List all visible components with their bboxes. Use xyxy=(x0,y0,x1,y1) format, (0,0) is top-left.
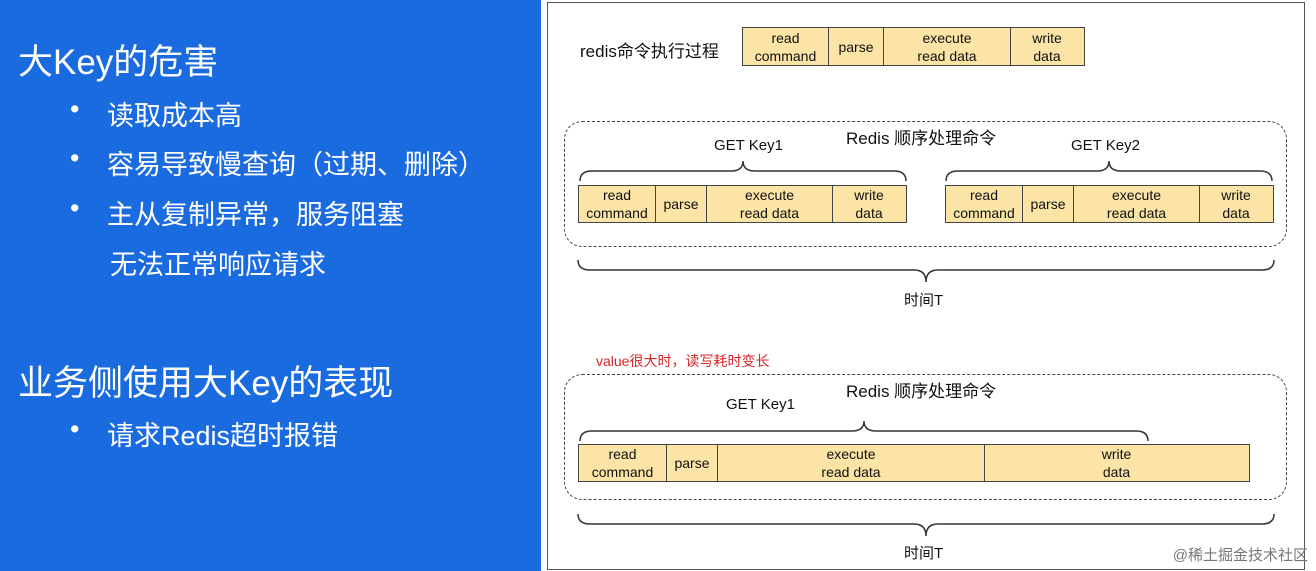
bullet-read-cost: 读取成本高 xyxy=(70,94,242,133)
exec-process-label: redis命令执行过程 xyxy=(580,42,719,61)
group2-time-brace xyxy=(577,513,1275,537)
note-large-value: value很大时，读写耗时变长 xyxy=(596,353,770,369)
bullet-timeout: 请求Redis超时报错 xyxy=(70,414,338,453)
group2-key1-brace xyxy=(579,420,1149,442)
group1-time-label: 时间T xyxy=(904,292,944,309)
group1-container xyxy=(564,121,1287,247)
sub-no-response: 无法正常响应请求 xyxy=(110,250,326,280)
cell-parse: parse xyxy=(828,28,883,65)
group1-title: Redis 顺序处理命令 xyxy=(846,129,997,148)
group1-time-brace xyxy=(577,259,1275,283)
left-panel: 大Key的危害 读取成本高 容易导致慢查询（过期、删除） 主从复制异常，服务阻塞… xyxy=(0,0,541,571)
group2-time-label: 时间T xyxy=(904,545,944,562)
heading-business-side: 业务侧使用大Key的表现 xyxy=(18,364,394,403)
cell-parse: parse xyxy=(666,445,717,481)
heading-big-key-harm: 大Key的危害 xyxy=(18,43,219,82)
watermark: @稀土掘金技术社区 xyxy=(1172,547,1308,564)
group2-title: Redis 顺序处理命令 xyxy=(846,382,997,401)
group1-key2-brace xyxy=(945,160,1273,182)
bullet-slow-query: 容易导致慢查询（过期、删除） xyxy=(70,143,485,182)
bullet-replication: 主从复制异常，服务阻塞 xyxy=(70,193,404,232)
group1-key2-label: GET Key2 xyxy=(1071,137,1140,154)
group2-key1-label: GET Key1 xyxy=(726,396,795,413)
group2-container xyxy=(564,374,1287,500)
cell-parse: parse xyxy=(655,186,706,222)
group1-key1-brace xyxy=(579,160,907,182)
group1-key1-label: GET Key1 xyxy=(714,137,783,154)
cell-parse: parse xyxy=(1022,186,1073,222)
